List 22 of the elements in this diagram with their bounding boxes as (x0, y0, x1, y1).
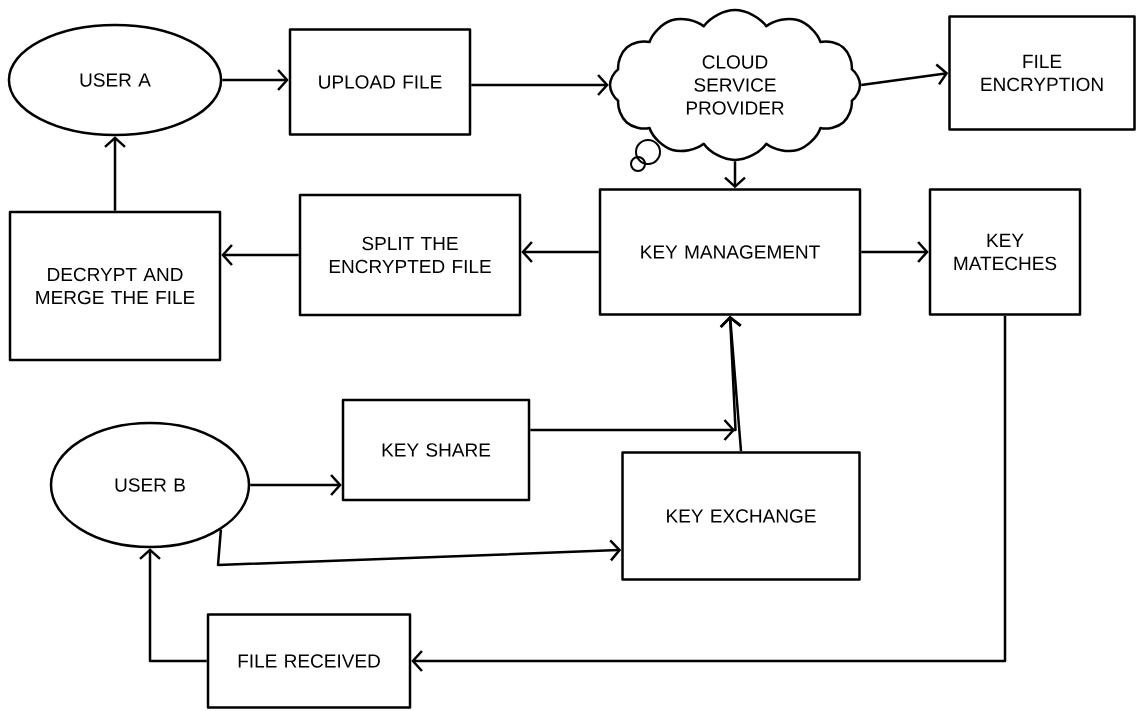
arrow (221, 244, 299, 266)
arrow (861, 241, 929, 263)
process-box: KEY MANAGEMENT (598, 188, 862, 316)
process-box: FILE RECEIVED (206, 613, 412, 709)
arrow (521, 241, 599, 263)
arrow (104, 136, 126, 211)
arrow (250, 474, 342, 496)
arrow (724, 161, 746, 189)
arrow (222, 69, 289, 91)
process-box: DECRYPT AND MERGE THE FILE (8, 210, 222, 362)
process-box: FILE ENCRYPTION (948, 15, 1136, 131)
arrow (471, 74, 609, 96)
arrow (139, 548, 207, 663)
arrow (720, 315, 743, 452)
arrow (861, 63, 949, 87)
process-box: SPLIT THE ENCRYPTED FILE (298, 193, 522, 317)
process-box: KEY EXCHANGE (621, 451, 861, 581)
arrow (216, 529, 622, 567)
arrow (411, 315, 1007, 672)
process-box: KEY MATECHES (928, 188, 1082, 316)
process-box: UPLOAD FILE (288, 28, 472, 136)
process-box: KEY SHARE (341, 398, 531, 502)
